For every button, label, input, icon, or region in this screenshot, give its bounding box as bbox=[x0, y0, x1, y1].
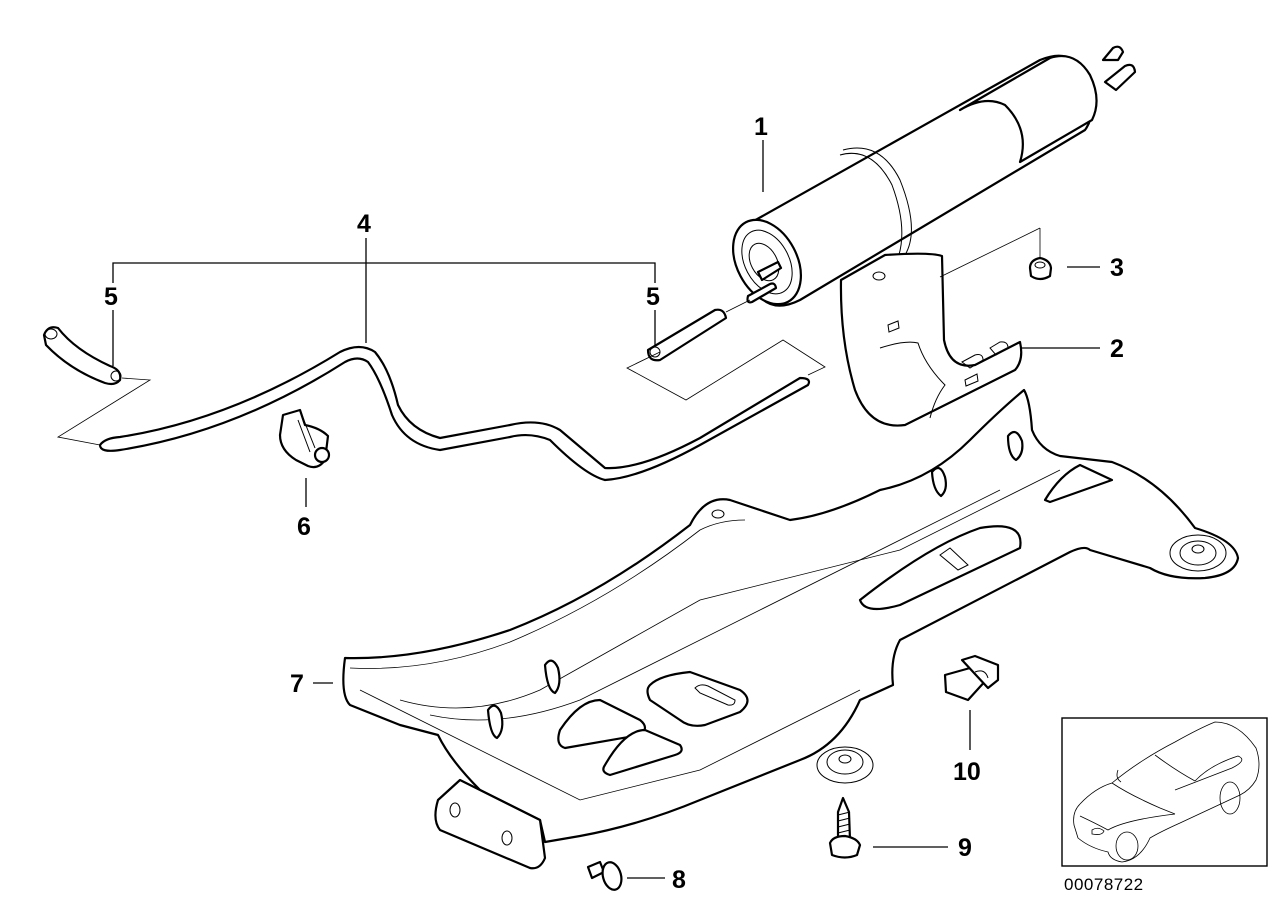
callout-3: 3 bbox=[1110, 254, 1124, 282]
car-outline-icon bbox=[1073, 721, 1260, 863]
callout-9: 9 bbox=[958, 834, 972, 862]
callout-4: 4 bbox=[357, 210, 371, 238]
callout-5-left: 5 bbox=[104, 283, 118, 311]
hose-clamp[interactable] bbox=[278, 408, 331, 469]
hex-nut[interactable] bbox=[1028, 256, 1053, 281]
callout-6: 6 bbox=[297, 513, 311, 541]
filter-mounting-bracket[interactable] bbox=[839, 252, 1023, 427]
callout-8: 8 bbox=[672, 866, 686, 894]
self-tapping-screw[interactable] bbox=[828, 796, 862, 859]
hose-section-left[interactable] bbox=[42, 326, 122, 386]
callout-2: 2 bbox=[1110, 335, 1124, 363]
underbody-protection-plate[interactable] bbox=[342, 388, 1240, 870]
expanding-rivet[interactable] bbox=[586, 860, 624, 892]
leader-lines bbox=[56, 140, 1100, 879]
callout-1: 1 bbox=[754, 113, 768, 141]
fuel-filter[interactable] bbox=[719, 45, 1137, 316]
vehicle-locator-inset bbox=[1061, 717, 1268, 867]
hose-section-right[interactable] bbox=[646, 308, 728, 362]
callout-5-right: 5 bbox=[646, 283, 660, 311]
reference-number: 00078722 bbox=[1064, 875, 1144, 894]
fuel-line[interactable] bbox=[98, 345, 811, 482]
callout-7: 7 bbox=[290, 670, 304, 698]
callout-10: 10 bbox=[953, 758, 981, 786]
clip-nut[interactable] bbox=[943, 654, 1000, 702]
callout-labels: 1 2 3 4 5 5 6 7 8 9 10 bbox=[104, 113, 1124, 894]
